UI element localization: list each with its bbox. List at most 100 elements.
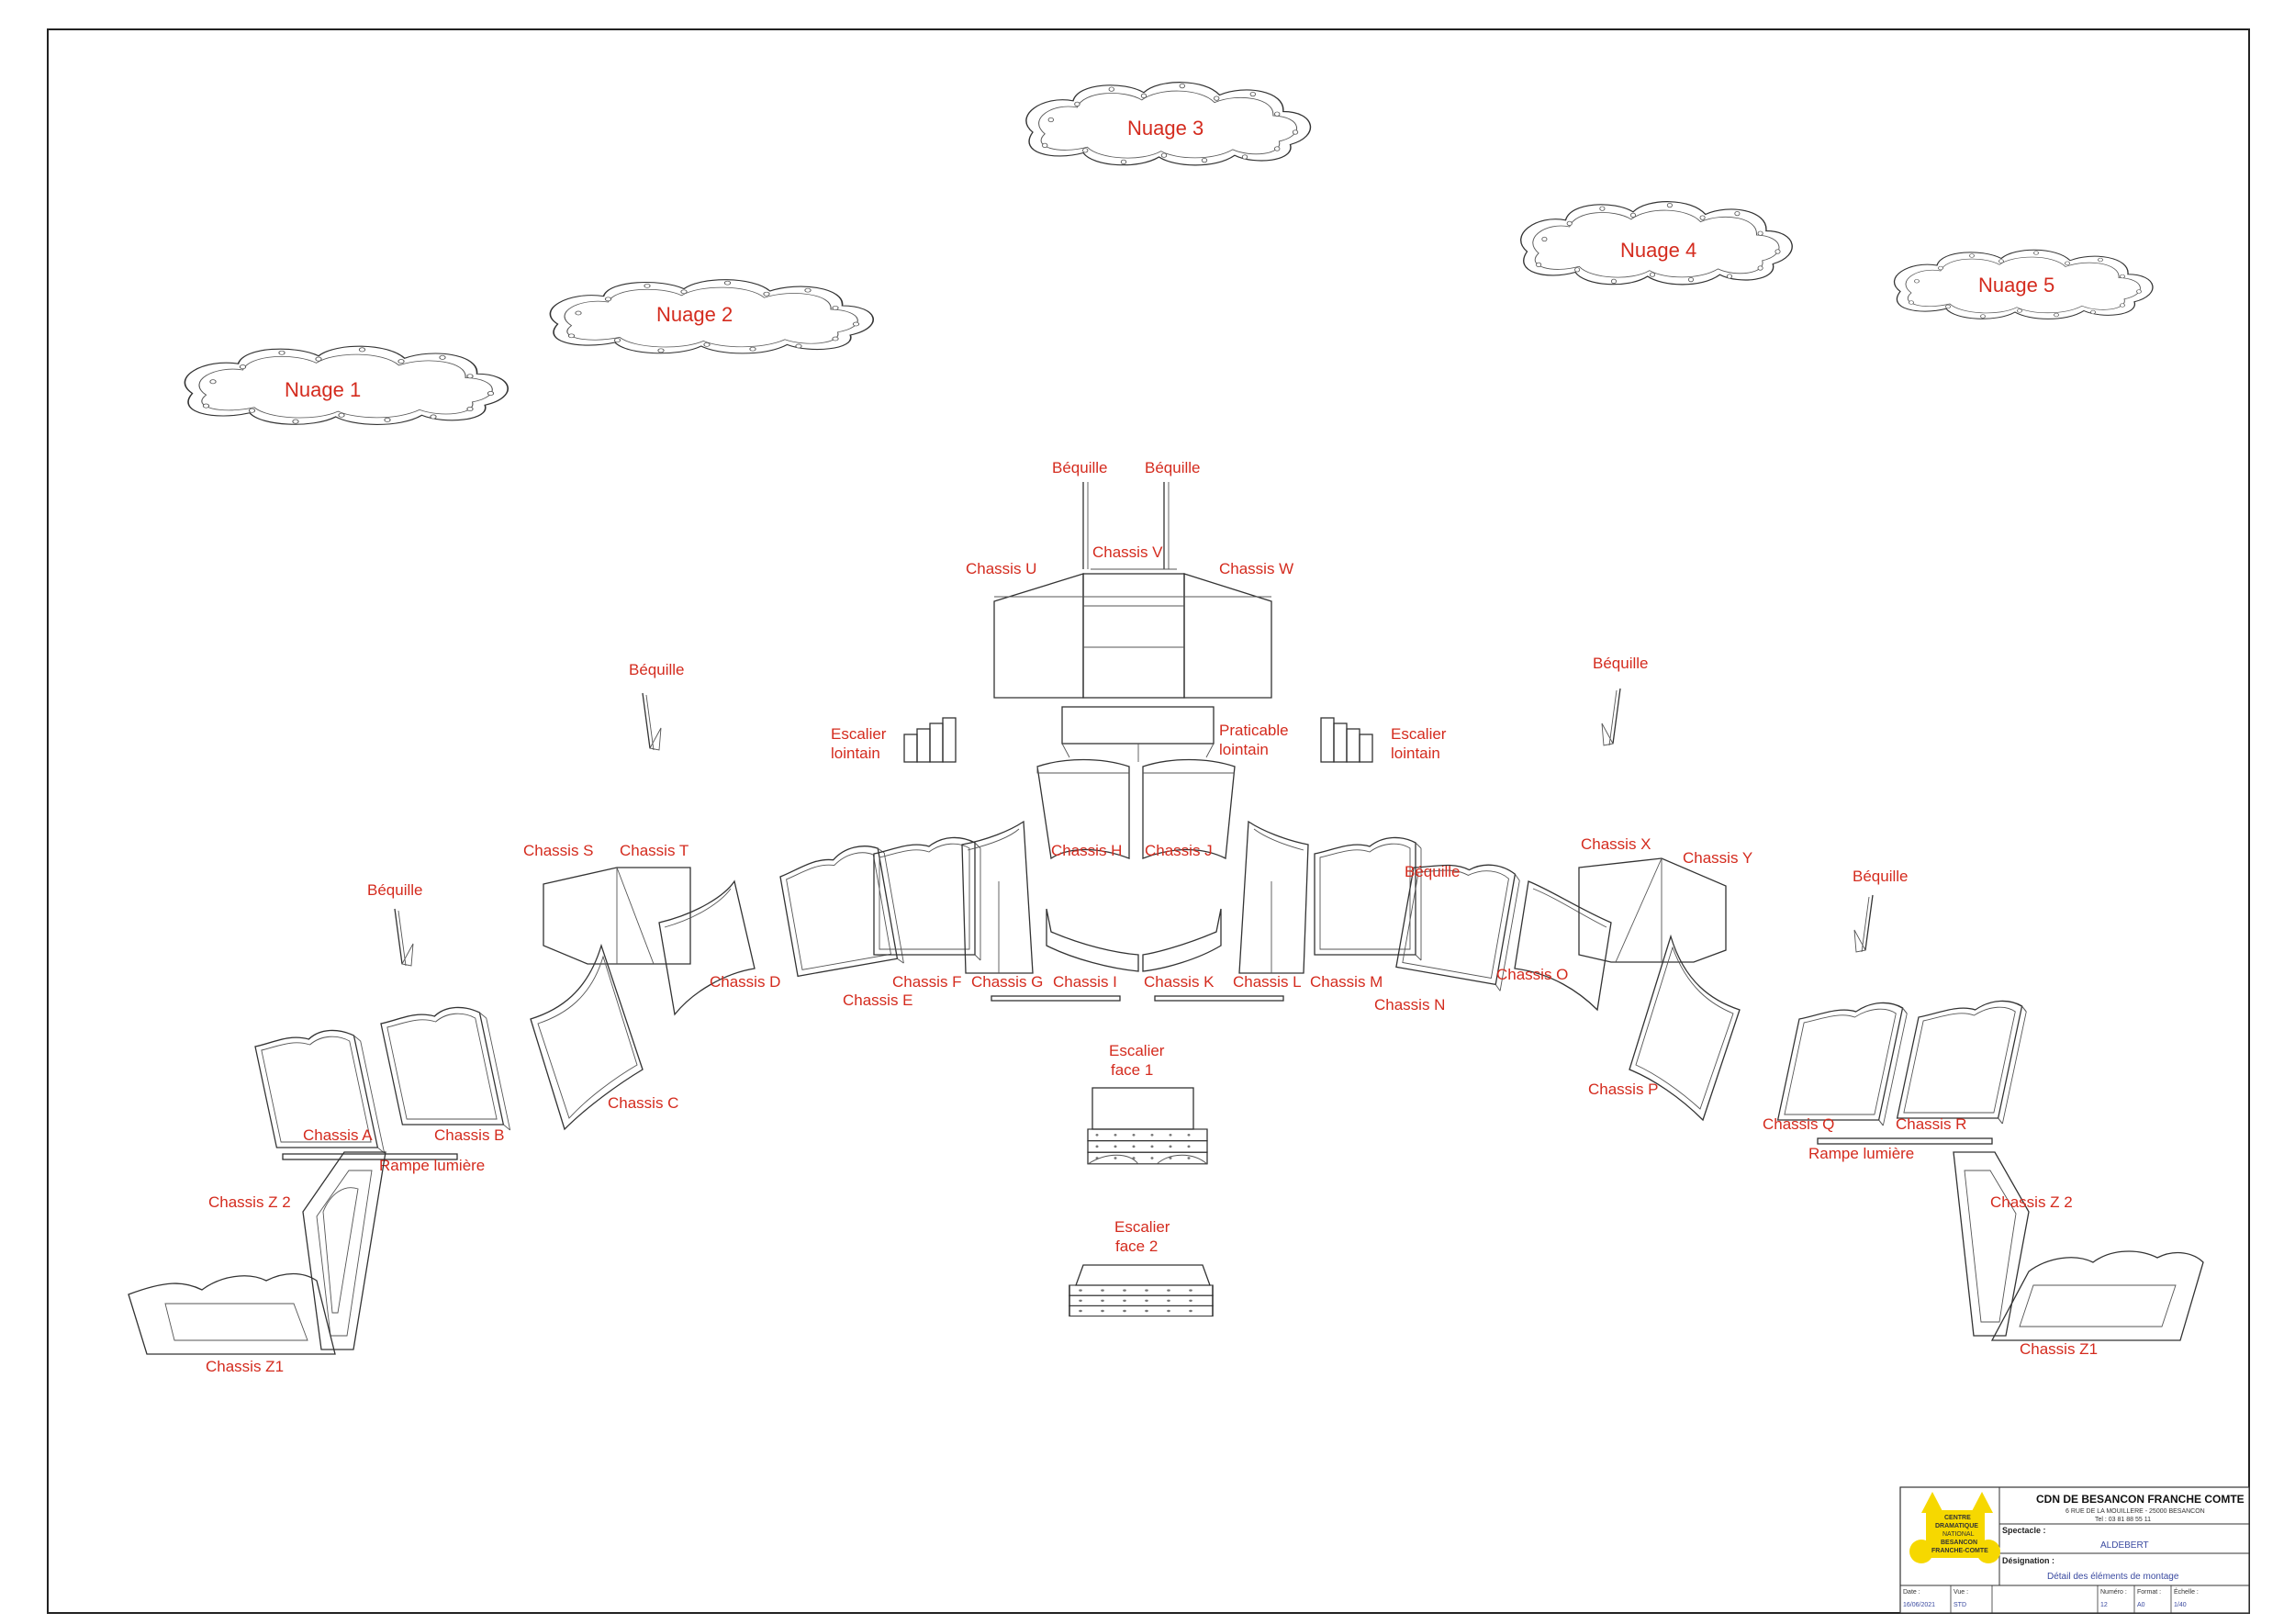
bequille-far-left [394,908,414,967]
label-chassis-n: Chassis N [1374,996,1445,1014]
label-escalier-lointain-left-1: Escalier [831,725,887,743]
designation-value: Détail des éléments de montage [2047,1572,2179,1582]
spectacle-label: Spectacle : [2002,1526,2046,1535]
chassis-z1-left [128,1272,336,1355]
label-chassis-b: Chassis B [434,1126,505,1144]
rampe-lumiere-left [282,1153,458,1160]
label-rampe-right: Rampe lumière [1808,1145,1914,1162]
date-value: 16/06/2021 [1903,1602,1935,1608]
label-chassis-z2-right: Chassis Z 2 [1990,1193,2073,1211]
label-chassis-o: Chassis O [1496,966,1568,983]
chassis-e [777,841,905,982]
vue-label: Vue : [1954,1589,1968,1596]
label-bequille-top-left: Béquille [1052,459,1108,476]
chassis-b [376,1006,511,1131]
label-escalier-face1-2: face 1 [1111,1061,1153,1079]
escalier-lointain-right [1320,717,1373,763]
label-chassis-e: Chassis E [843,991,913,1009]
designation-label: Désignation : [2002,1556,2054,1565]
escalier-face-2 [1069,1264,1214,1317]
chassis-d [658,879,756,1016]
label-chassis-a: Chassis A [303,1126,373,1144]
label-chassis-y: Chassis Y [1683,849,1752,867]
label-bequille-n: Béquille [1405,863,1461,880]
cdn-logo: CENTRE DRAMATIQUE NATIONAL BESANCON FRAN… [1909,1492,2000,1563]
chassis-s-t-group [543,867,691,965]
chassis-j [1142,758,1236,860]
praticable-lointain [1061,706,1215,762]
spectacle-value: ALDEBERT [2100,1540,2149,1551]
chassis-uvw-group [993,568,1272,699]
escalier-lointain-left [903,717,957,763]
label-chassis-p: Chassis P [1588,1081,1659,1098]
org-name: CDN DE BESANCON FRANCHE COMTE [2036,1493,2245,1506]
chassis-z2-left [302,1151,386,1350]
format-value: A0 [2137,1602,2145,1608]
chassis-g [961,820,1034,974]
logo-line-5: FRANCHE-COMTE [1931,1548,1988,1554]
label-bequille-far-right: Béquille [1853,868,1909,885]
label-escalier-face2-2: face 2 [1115,1238,1158,1255]
cloud-2-label: Nuage 2 [656,303,733,326]
chassis-p [1629,934,1741,1122]
bequille-right-mid [1601,688,1621,746]
cloud-3-label: Nuage 3 [1127,117,1203,140]
cloud-5-label: Nuage 5 [1978,274,2054,297]
bequille-far-right [1853,894,1874,953]
bequille-left-mid [642,692,662,751]
numero-label: Numéro : [2100,1589,2127,1596]
chassis-z2-right [1953,1151,2030,1337]
label-chassis-d: Chassis D [710,973,780,991]
label-praticable-1: Praticable [1219,722,1289,739]
org-address: 6 RUE DE LA MOUILLERE - 25000 BESANCON [2066,1508,2205,1515]
label-escalier-lointain-left-2: lointain [831,745,880,762]
label-chassis-x: Chassis X [1581,835,1651,853]
chassis-q [1775,1002,1910,1126]
drawing-border [47,28,2250,1614]
label-chassis-l: Chassis L [1233,973,1302,991]
label-chassis-f: Chassis F [892,973,962,991]
label-chassis-q: Chassis Q [1763,1115,1834,1133]
label-rampe-left: Rampe lumière [379,1157,485,1174]
label-chassis-u: Chassis U [966,560,1036,577]
label-chassis-j: Chassis J [1145,842,1213,859]
chassis-h [1036,758,1130,860]
label-chassis-z1-left: Chassis Z1 [206,1358,284,1375]
chassis-i [1046,908,1139,972]
chassis-k [1142,908,1222,972]
label-chassis-g: Chassis G [971,973,1043,991]
escalier-face-1 [1087,1087,1208,1165]
chassis-r [1895,1000,2030,1125]
bequille-top-right [1163,482,1170,569]
chassis-l [1238,820,1309,974]
cloud-4-label: Nuage 4 [1620,239,1696,262]
format-label: Format : [2137,1589,2161,1596]
label-chassis-z1-right: Chassis Z1 [2020,1340,2098,1358]
rampe-lumiere-right [1817,1137,1993,1145]
label-bequille-top-right: Béquille [1145,459,1201,476]
label-chassis-s: Chassis S [523,842,594,859]
label-escalier-lointain-right-2: lointain [1391,745,1440,762]
label-praticable-2: lointain [1219,741,1269,758]
label-chassis-m: Chassis M [1310,973,1383,991]
logo-line-3: NATIONAL [1942,1531,1975,1538]
bequille-top-left [1082,482,1089,569]
rampe-center-left [991,995,1121,1002]
chassis-m [1314,836,1422,961]
label-chassis-i: Chassis I [1053,973,1117,991]
label-chassis-h: Chassis H [1051,842,1122,859]
chassis-c [530,943,644,1131]
echelle-label: Échelle : [2174,1587,2199,1596]
org-phone: Tel : 03 81 88 55 11 [2095,1517,2151,1523]
label-escalier-face1-1: Escalier [1109,1042,1165,1059]
chassis-z1-right [1990,1250,2204,1341]
label-chassis-r: Chassis R [1896,1115,1966,1133]
chassis-x-y-group [1578,857,1727,963]
label-escalier-face2-1: Escalier [1114,1218,1170,1236]
label-chassis-c: Chassis C [608,1094,678,1112]
vue-value: STD [1954,1602,1966,1608]
numero-value: 12 [2100,1602,2108,1608]
echelle-value: 1/40 [2174,1602,2187,1608]
label-chassis-w: Chassis W [1219,560,1293,577]
